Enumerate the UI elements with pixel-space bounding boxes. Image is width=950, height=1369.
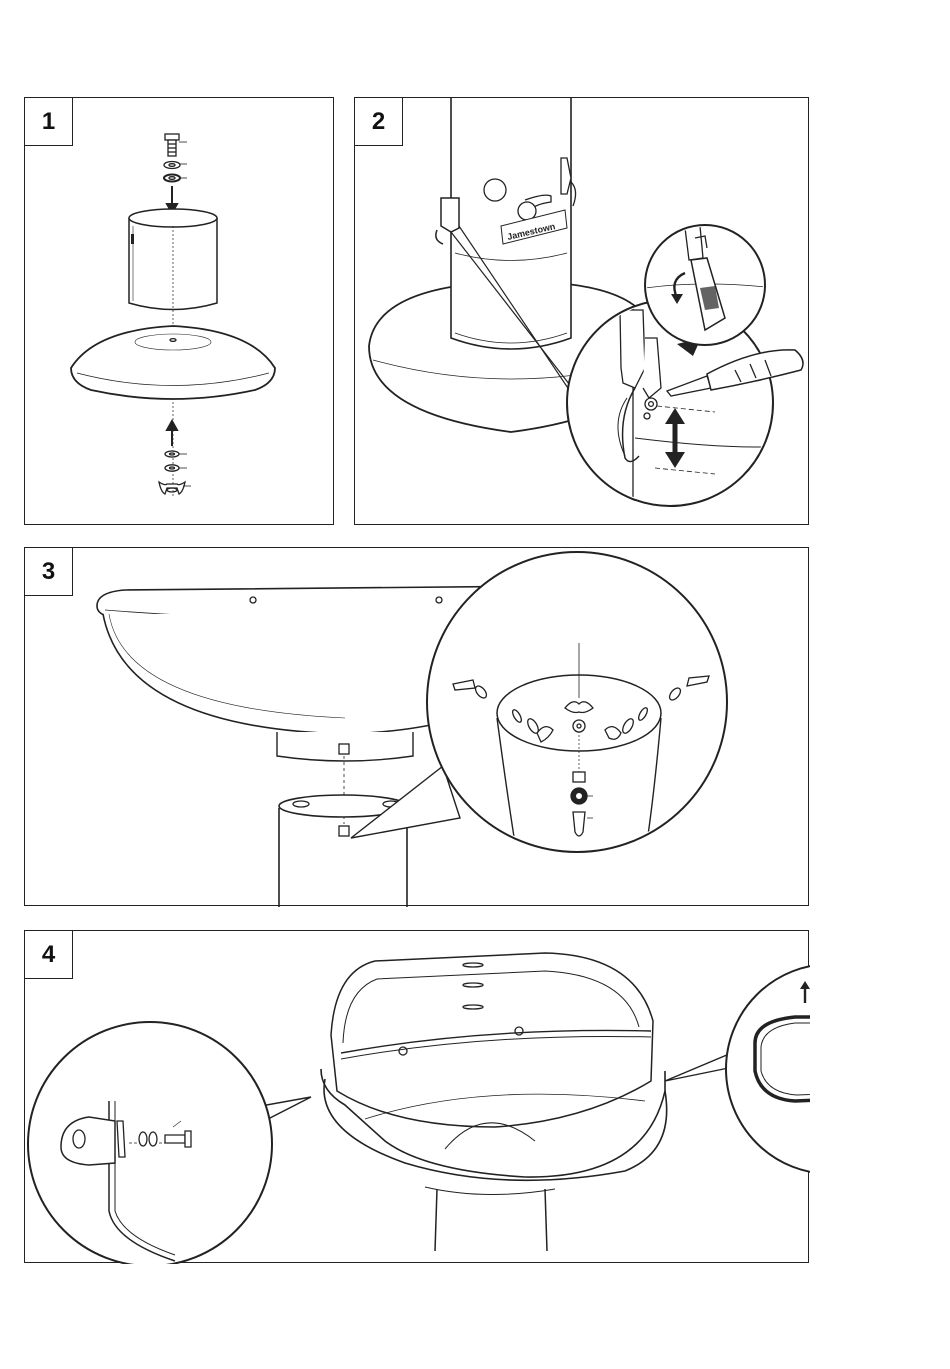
washer-icon <box>164 175 187 182</box>
step-1-panel: 1 <box>24 97 334 525</box>
bolt-icon <box>165 134 187 156</box>
step-number-badge: 1 <box>25 98 73 146</box>
bracket-detail-magnifier <box>28 1022 272 1264</box>
washer-icon <box>164 162 187 169</box>
washer-icon <box>165 451 187 457</box>
wing-nut-icon <box>159 482 191 494</box>
step-1-illustration <box>25 98 335 526</box>
rim-detail-magnifier <box>726 964 810 1174</box>
step-number-badge: 2 <box>355 98 403 146</box>
step-number-badge: 4 <box>25 931 73 979</box>
step-3-illustration <box>25 548 810 907</box>
base-dome <box>71 326 275 399</box>
lock-washer-icon <box>165 465 187 471</box>
step-4-panel: 4 <box>24 930 809 1263</box>
latch-detail-magnifier <box>645 225 775 345</box>
step-2-illustration: Jamestown <box>355 98 810 526</box>
step-2-panel: Jamestown <box>354 97 809 525</box>
fire-bowl <box>321 953 667 1251</box>
arrow-up-icon <box>167 421 177 446</box>
step-4-illustration <box>25 931 810 1264</box>
pole: Jamestown <box>451 98 571 349</box>
step-number-badge: 3 <box>25 548 73 596</box>
detail-magnifier <box>427 552 727 868</box>
step-3-panel: 3 <box>24 547 809 906</box>
